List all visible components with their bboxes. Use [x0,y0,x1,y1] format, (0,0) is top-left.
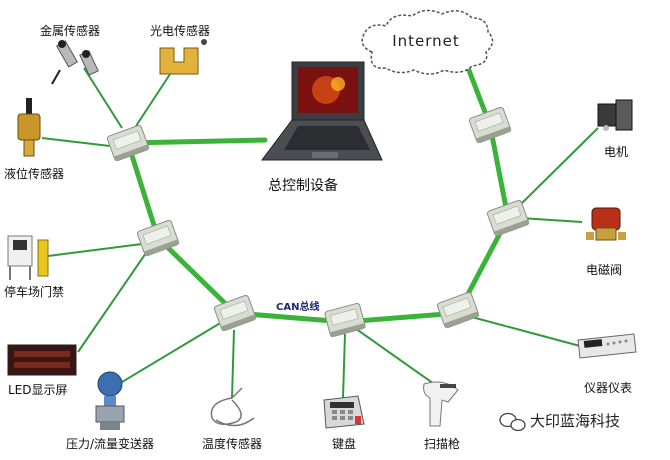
temp-sensor-label: 温度传感器 [202,436,262,451]
can-module-6 [486,199,530,237]
device-links [41,61,599,399]
solenoid-valve-icon [586,207,626,241]
metal-sensor-icon [51,40,99,85]
link-solenoid [519,217,583,223]
link-led-screen [77,249,149,353]
can-module-2 [136,219,180,257]
internet-cloud: Internet [361,9,494,75]
metal-sensor-label: 金属传感器 [40,23,100,38]
wechat-icon [499,412,526,432]
link-parking-gate [47,243,143,257]
can-module-5 [436,291,480,329]
bus-segment-m6-m7 [487,122,511,221]
main-control-label: 总控制设备 [268,177,338,194]
solenoid-valve-label: 电磁阀 [586,262,622,277]
scanner-icon [423,381,459,427]
instrument-icon [577,333,637,359]
link-metal-sensor [83,67,123,129]
photo-sensor-icon [159,39,207,75]
motor-icon [597,99,633,131]
can-module-1 [106,124,150,162]
can-bus-label: CAN总线 [276,300,319,313]
keypad-icon [323,395,365,429]
led-screen-icon [7,344,77,376]
link-level-sensor [41,137,111,147]
scanner-label: 扫描枪 [424,436,460,451]
laptop-touchpad [312,152,338,158]
link-keyboard [342,333,346,399]
bus-segment-m2-m3 [155,235,238,316]
watermark: 大印蓝海科技 [499,412,620,432]
laptop-icon [261,61,383,161]
link-pressure [111,321,223,389]
instrument-label: 仪器仪表 [584,381,632,395]
pressure-transmitter-label: 压力/流量变送器 [66,436,154,451]
laptop-screen-glow [331,77,345,91]
can-module-7 [468,106,512,144]
cloud-shape [361,9,494,75]
level-sensor-label: 液位传感器 [4,166,64,181]
parking-gate-icon [7,235,49,280]
level-sensor-icon [17,98,41,157]
link-instrument [467,315,581,347]
photo-sensor-label: 光电传感器 [150,23,210,38]
can-modules [106,106,530,338]
pressure-transmitter-icon [95,371,125,430]
bus-segment-m1-control [125,137,268,146]
internet-label: Internet [392,32,460,50]
parking-gate-label: 停车场门禁 [4,284,64,299]
link-motor [519,127,599,206]
temp-sensor-icon [210,387,255,427]
link-temperature [231,329,235,399]
led-screen-label: LED显示屏 [8,383,68,397]
can-module-3 [213,294,257,332]
link-scanner [351,325,438,387]
motor-label: 电机 [604,145,628,159]
laptop-keyboard [284,126,370,150]
watermark-text: 大印蓝海科技 [530,412,620,430]
can-module-4 [324,302,366,338]
keyboard-label: 键盘 [332,436,356,451]
bus-segment-m1-m2 [125,140,161,241]
